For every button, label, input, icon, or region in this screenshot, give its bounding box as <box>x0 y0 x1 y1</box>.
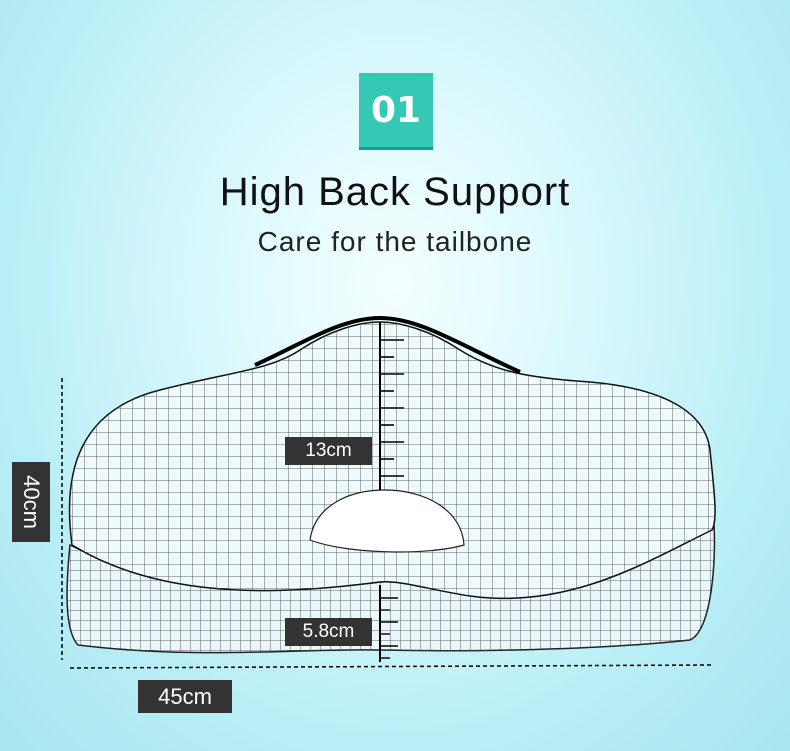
feature-title: High Back Support <box>219 170 571 214</box>
depth-label: 40cm <box>12 462 50 542</box>
feature-subtitle: Care for the tailbone <box>257 226 533 257</box>
width-label: 45cm <box>138 680 232 713</box>
step-number-badge: 01 <box>359 73 433 147</box>
width-dimension-line <box>69 664 713 669</box>
tailbone-cutout <box>309 489 465 553</box>
depth-label-text: 40cm <box>19 475 45 529</box>
back-height-label: 13cm <box>285 437 372 465</box>
base-height-label: 5.8cm <box>285 618 372 646</box>
